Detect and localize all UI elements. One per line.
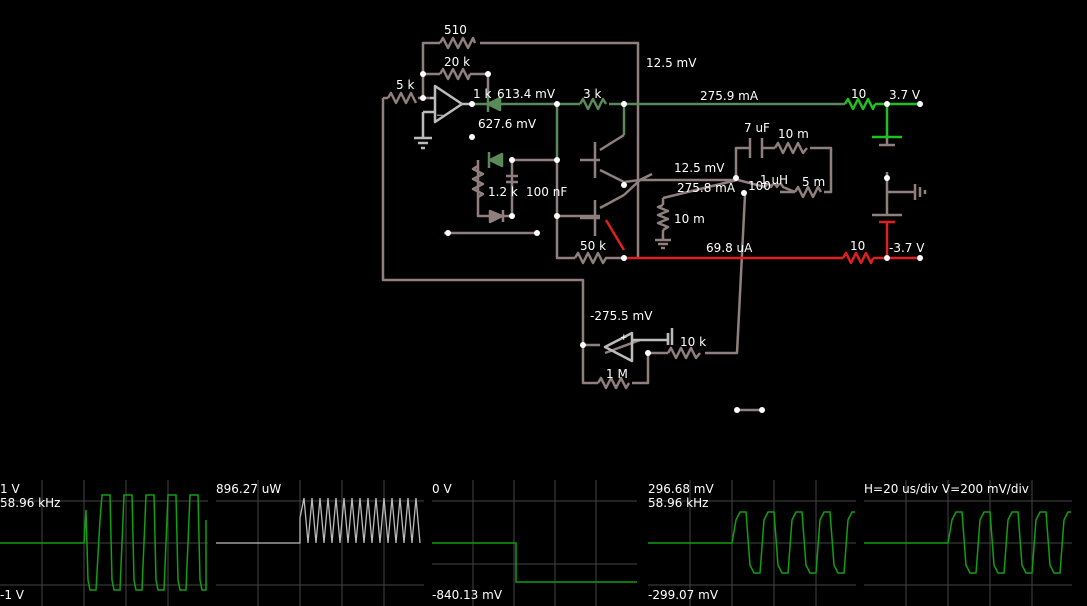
- scope-1[interactable]: 1 V 58.96 kHz -1 V: [0, 480, 208, 606]
- capacitor-100nf[interactable]: [506, 174, 518, 184]
- resistor-50k: [573, 251, 624, 265]
- opamp-2[interactable]: [603, 328, 674, 363]
- label-10-top: 10: [851, 87, 866, 101]
- wires-gray[interactable]: [381, 41, 915, 412]
- label-12mv-top: 12.5 mV: [646, 56, 697, 70]
- label-10-bottom: 10: [850, 239, 865, 253]
- scope-3-vmin: -840.13 mV: [432, 588, 503, 602]
- scope-4[interactable]: 296.68 mV 58.96 kHz -299.07 mV: [648, 480, 856, 606]
- label-20k: 20 k: [444, 55, 470, 69]
- scope-3-plot: [432, 480, 637, 606]
- ground-right[interactable]: [913, 184, 927, 200]
- resistor-10-top[interactable]: [843, 97, 877, 111]
- circuit-nodes: [420, 71, 923, 413]
- label-3k: 3 k: [583, 87, 601, 101]
- resistors[interactable]: [386, 36, 823, 390]
- resistor-510: [438, 36, 477, 50]
- label-510: 510: [444, 23, 467, 37]
- scope-4-vmin: -299.07 mV: [648, 588, 719, 602]
- scope-4-freq: 58.96 kHz: [648, 496, 709, 510]
- label-613mv: 613.4 mV: [497, 87, 556, 101]
- label-275-9ma: 275.9 mA: [700, 89, 759, 103]
- label-627mv: 627.6 mV: [478, 117, 537, 131]
- resistor-5k: [386, 91, 418, 105]
- wire-vplus[interactable]: [875, 102, 920, 137]
- label-7uf: 7 uF: [744, 121, 770, 135]
- label-275-8ma: 275.8 mA: [677, 181, 736, 195]
- scope-2[interactable]: 896.27 uW: [216, 480, 424, 606]
- label-12mv-mid: 12.5 mV: [674, 161, 725, 175]
- label-5m: 5 m: [802, 175, 825, 189]
- inductor-1uh[interactable]: [763, 182, 796, 194]
- wires-red[interactable]: [604, 219, 920, 260]
- label-opamp-plus: +: [620, 333, 628, 343]
- scope-2-plot: [216, 480, 424, 606]
- resistor-1-2k: [471, 164, 485, 199]
- label-opamp-minus: −: [436, 111, 444, 121]
- label-10m-a: 10 m: [778, 127, 809, 141]
- resistor-10-bottom[interactable]: [841, 251, 875, 265]
- label-100nf: 100 nF: [526, 185, 567, 199]
- label-10m-b: 10 m: [674, 212, 705, 226]
- resistor-5m: [793, 185, 823, 199]
- scope-3-vmax: 0 V: [432, 482, 452, 496]
- label-1m: 1 M: [606, 367, 628, 381]
- label-10k: 10 k: [680, 335, 706, 349]
- scope-2-power: 896.27 uW: [216, 482, 282, 496]
- resistor-20k: [438, 67, 472, 81]
- resistor-10m-a: [773, 141, 808, 155]
- scope-4-vmax: 296.68 mV: [648, 482, 714, 496]
- battery-negative[interactable]: [872, 213, 902, 224]
- label-1k: 1 k: [473, 87, 491, 101]
- label-1-2k: 1.2 k: [488, 185, 518, 199]
- transistor-pnp[interactable]: [580, 172, 653, 236]
- label-3-7v: 3.7 V: [889, 88, 921, 102]
- ground-bottom[interactable]: [655, 238, 671, 250]
- scope-1-vmax: 1 V: [0, 482, 20, 496]
- scope-4-plot: [648, 480, 856, 606]
- circuit-canvas[interactable]: 510 20 k 5 k 1 k 613.4 mV 3 k 627.6 mV 1…: [0, 0, 1087, 470]
- capacitor-7uf[interactable]: [748, 138, 764, 158]
- resistor-10m-b: [656, 203, 670, 232]
- label-1uh: 1 uH: [760, 173, 788, 187]
- resistor-1m: [596, 376, 631, 390]
- scope-5-plot: [864, 480, 1072, 606]
- resistor-3k[interactable]: [578, 97, 608, 111]
- scope-5[interactable]: H=20 us/div V=200 mV/div: [864, 480, 1072, 606]
- battery-positive[interactable]: [872, 135, 902, 147]
- label-100: 100: [748, 179, 771, 193]
- diode-1[interactable]: [486, 96, 504, 168]
- scope-1-plot: [0, 480, 208, 606]
- transistor-npn[interactable]: [580, 133, 641, 184]
- label-50k: 50 k: [580, 239, 606, 253]
- label-69-8ua: 69.8 uA: [706, 241, 753, 255]
- label-neg275mv: -275.5 mV: [590, 309, 653, 323]
- scope-1-vmin: -1 V: [0, 588, 24, 602]
- scope-5-settings: H=20 us/div V=200 mV/div: [864, 482, 1029, 496]
- label-5k: 5 k: [396, 78, 414, 92]
- scope-1-freq: 58.96 kHz: [0, 496, 61, 510]
- scope-3[interactable]: 0 V -840.13 mV: [432, 480, 637, 606]
- diode-2[interactable]: [488, 209, 505, 224]
- resistor-10k: [666, 346, 701, 360]
- label-neg3-7v: -3.7 V: [889, 241, 925, 255]
